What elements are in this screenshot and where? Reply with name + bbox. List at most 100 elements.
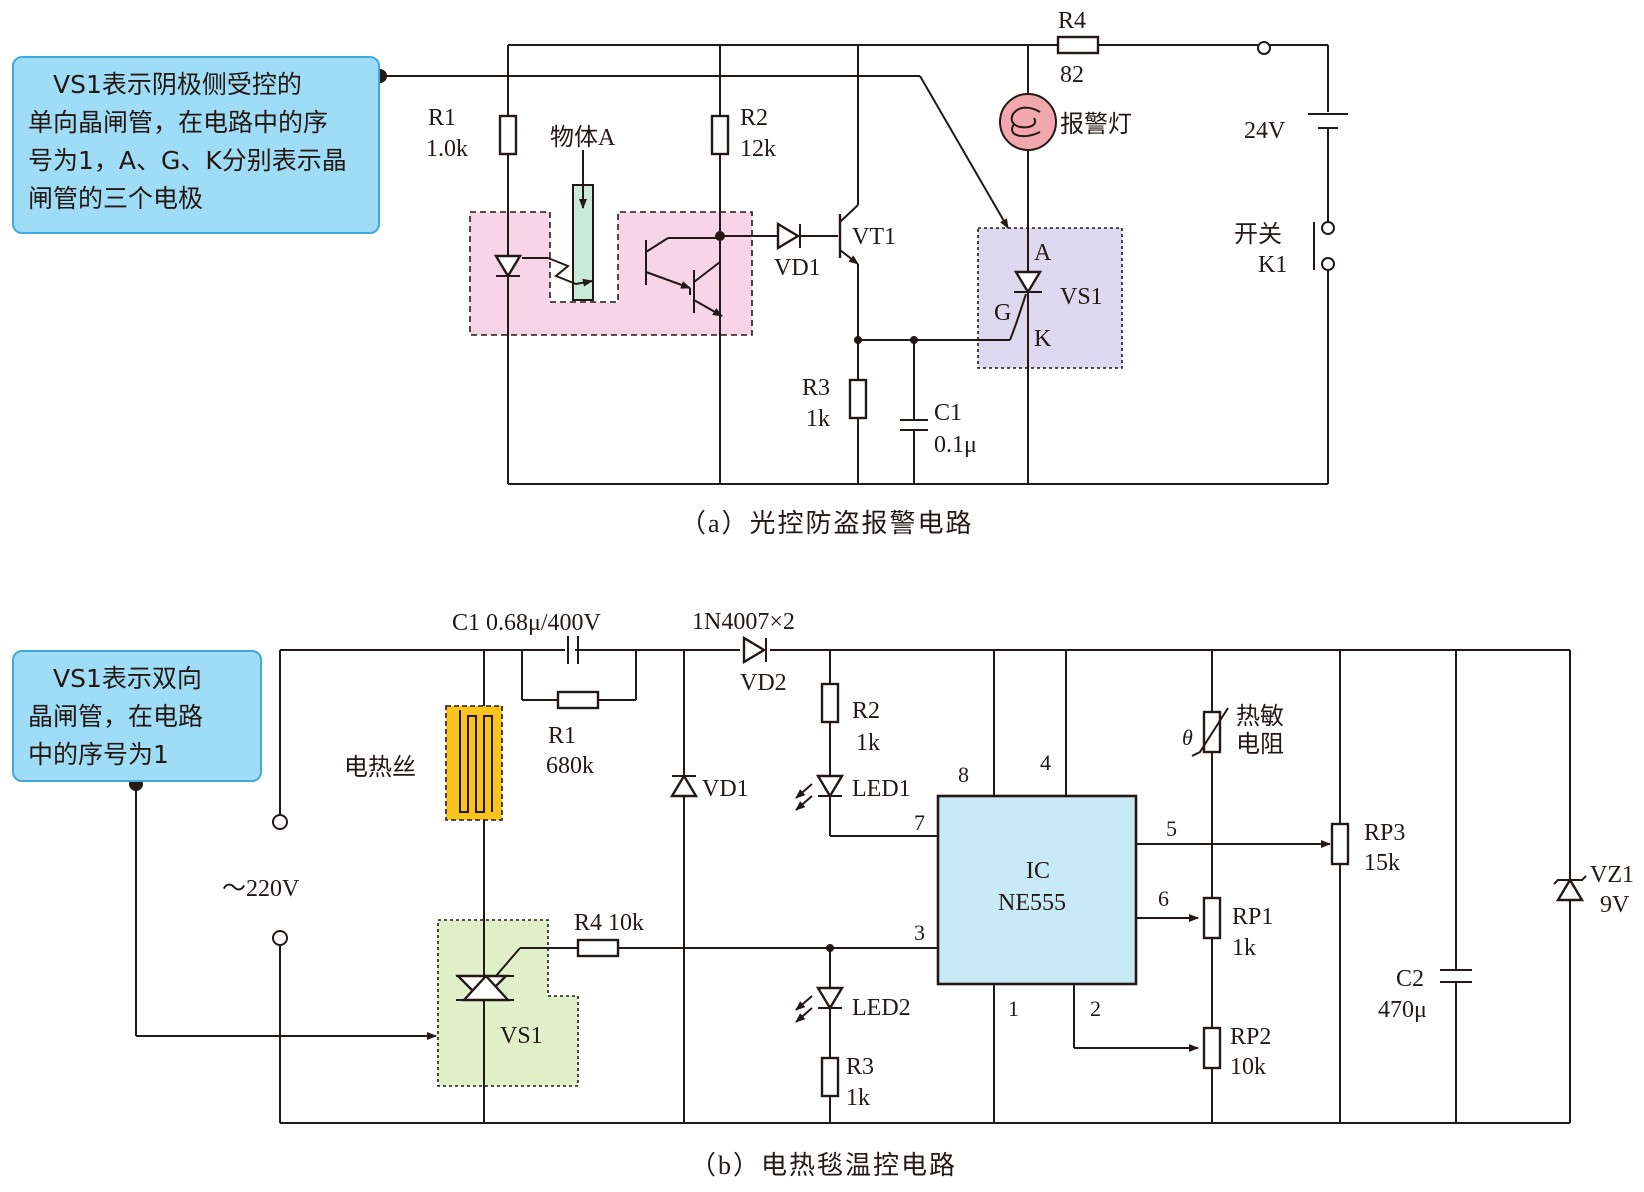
r3-value: 1k [806,406,830,432]
theta-symbol: θ [1182,725,1193,750]
pin-7: 7 [914,810,925,835]
circuit-b: C1 0.68μ/400V R1 680k 1N4007×2 VD2 VD1 电… [129,609,1634,1180]
vd2-label: VD2 [740,670,787,696]
r1-value-b: 680k [546,753,594,779]
vz1-name: VZ1 [1590,862,1634,888]
ic-ne555 [936,794,1138,986]
rp3-name: RP3 [1364,820,1405,846]
scr-box [977,227,1123,369]
diode-label: 1N4007×2 [692,609,795,635]
pin-3: 3 [914,920,925,945]
rp3-pot [1330,822,1350,866]
pin-5: 5 [1166,816,1177,841]
thermistor-label-2: 电阻 [1236,731,1284,758]
caption-b: （b）电热毯温控电路 [690,1151,957,1180]
c2-name: C2 [1396,966,1424,992]
r4-label-b: R4 10k [574,910,644,936]
note-b-line-1: VS1表示双向 [28,664,202,693]
vz1-value: 9V [1600,892,1630,918]
c2-value: 470μ [1378,997,1427,1023]
switch-label-1: 开关 [1234,221,1282,248]
vs1-label-b: VS1 [500,1023,543,1049]
r4-name: R4 [1058,8,1086,34]
thermistor-label-1: 热敏 [1236,703,1284,730]
battery-label: 24V [1244,118,1286,144]
vd1-diode-b [669,773,699,798]
r2-value: 12k [740,136,776,162]
r3-value-b: 1k [846,1085,870,1111]
r2-value-b: 1k [856,730,880,756]
object-label: 物体A [550,124,616,151]
circuit-a: R1 1.0k 物体A R2 12k VD1 VT1 R3 1k C1 0.1μ… [373,8,1348,538]
led2 [815,986,845,1011]
led1-label: LED1 [852,776,911,802]
rp3-value: 15k [1364,850,1400,876]
pin-a-label: A [1034,240,1052,266]
pin-4: 4 [1040,750,1051,775]
r4-resistor [1056,35,1100,55]
r1-resistor [498,114,518,156]
mains-terminal-bottom [272,930,288,946]
terminal [1257,41,1271,55]
r2-name-b: R2 [852,698,880,724]
pin-g-label: G [994,300,1011,326]
callout-note-a: VS1表示阴极侧受控的 单向晶闸管，在电路中的序 号为1，A、G、K分别表示晶 … [12,56,380,234]
pin-1: 1 [1008,996,1019,1021]
c1-name: C1 [934,400,962,426]
note-b-line-2: 晶闸管，在电路 [28,702,204,731]
note-a-line-1: VS1表示阴极侧受控的 [28,70,302,99]
c1-label-b: C1 0.68μ/400V [452,610,602,636]
r1-name: R1 [428,105,456,131]
note-a-line-4: 闸管的三个电极 [28,184,204,213]
emitter-led [493,254,523,279]
callout-note-b: VS1表示双向 晶闸管，在电路 中的序号为1 [12,650,262,782]
alarm-lamp [999,93,1057,151]
optocoupler-box [469,211,753,336]
c1-value: 0.1μ [934,432,977,458]
note-a-line-3: 号为1，A、G、K分别表示晶 [28,146,347,175]
vs1-scr [1013,270,1043,295]
heater [445,705,503,821]
r3-name: R3 [802,375,830,401]
rp1-pot [1202,896,1222,940]
vd1-label-b: VD1 [702,776,749,802]
rp1-name: RP1 [1232,904,1273,930]
r3-resistor-b [820,1056,840,1098]
rp2-value: 10k [1230,1054,1266,1080]
heater-label: 电热丝 [344,754,416,781]
switch-label-2: K1 [1258,252,1287,278]
mains-label: ～220V [222,876,300,902]
triac-box [437,919,579,1087]
note-b-line-3: 中的序号为1 [28,740,169,769]
note-a-line-2: 单向晶闸管，在电路中的序 [28,108,329,137]
r1-value: 1.0k [426,136,468,162]
led2-label: LED2 [852,995,911,1021]
rp2-pot [1202,1026,1222,1070]
r2-resistor [710,114,730,156]
r3-name-b: R3 [846,1054,874,1080]
r4-value: 82 [1060,62,1084,88]
rp1-value: 1k [1232,935,1256,961]
vd1-diode [776,221,801,251]
pin-k-label: K [1034,326,1052,352]
r4-resistor-b [576,938,620,958]
ic-name: IC [1026,858,1050,884]
pin-6: 6 [1158,886,1169,911]
r3-resistor [848,378,868,420]
vd2-diode [742,635,767,665]
vt1-label: VT1 [852,224,896,250]
led1 [815,774,845,799]
rp2-name: RP2 [1230,1024,1271,1050]
pin-8: 8 [958,762,969,787]
pin-2: 2 [1090,996,1101,1021]
caption-a: （a）光控防盗报警电路 [680,509,974,538]
vd1-label: VD1 [774,255,821,281]
vs1-label: VS1 [1060,284,1103,310]
lamp-label: 报警灯 [1060,111,1132,138]
r2-resistor-b [820,682,840,724]
mains-terminal-top [272,814,288,830]
r1-resistor-b [556,690,600,710]
ic-part: NE555 [998,890,1066,916]
